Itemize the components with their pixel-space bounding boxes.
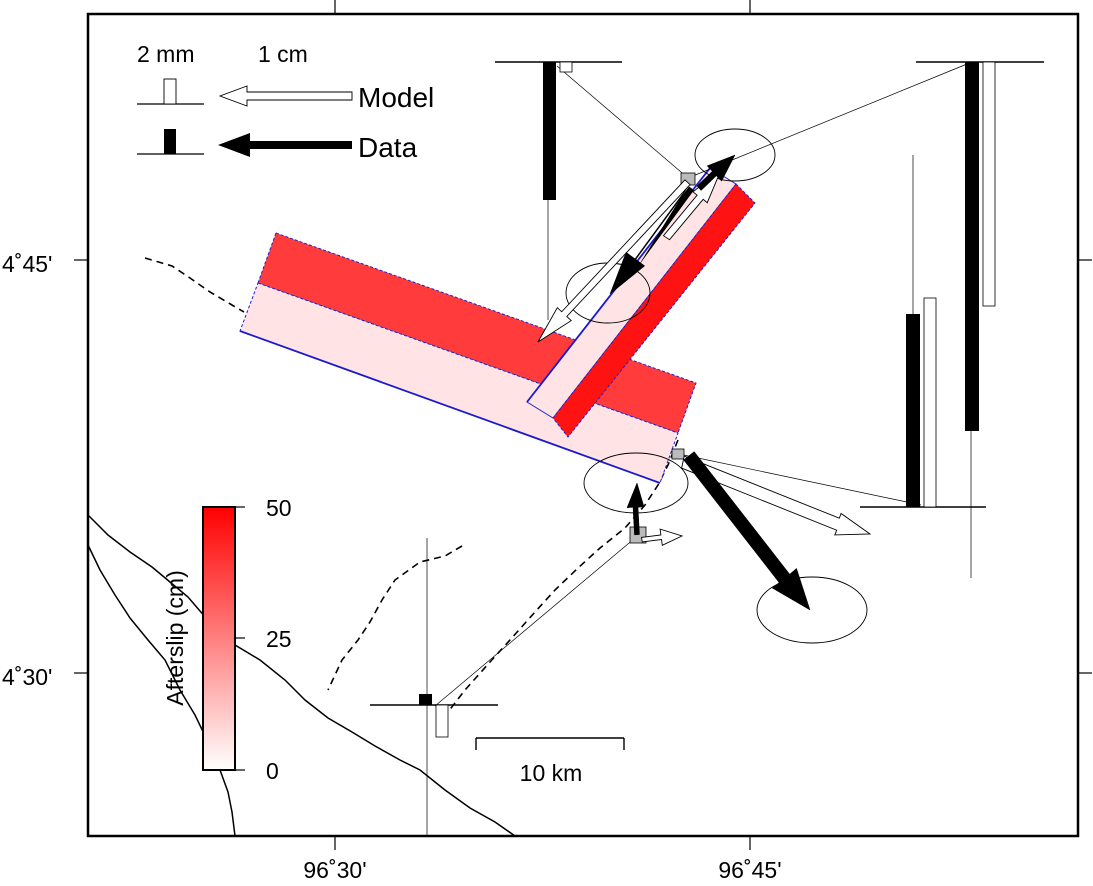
model-arrows	[537, 168, 872, 546]
inset-1-model-bar	[559, 61, 573, 73]
legend-data-label: Data	[358, 132, 418, 163]
vertical-inset-1	[495, 61, 622, 200]
frame-ticks	[74, 0, 1092, 850]
lat-label-top: 4˚45'	[2, 251, 52, 277]
colorbar-tick-max: 50	[266, 495, 292, 521]
inset-2-data-bar	[965, 62, 979, 431]
model-arrow-south	[641, 528, 684, 546]
legend-data-arrow	[218, 133, 352, 157]
data-arrow-south	[626, 482, 645, 536]
inset-2-model-bar	[982, 61, 996, 307]
map-frame	[86, 12, 1080, 838]
dashed-faults	[144, 257, 679, 713]
lon-label-left: 96˚30'	[303, 857, 366, 883]
coastline	[87, 514, 516, 837]
legend-data-bar	[164, 129, 176, 154]
gps-station-east	[671, 448, 685, 460]
data-arrows	[609, 154, 811, 611]
colorbar-tick-min: 0	[266, 758, 279, 784]
lon-label-right: 96˚45'	[718, 857, 781, 883]
inset-connectors	[426, 63, 972, 836]
fault-plane-1-surface-trace	[239, 330, 661, 484]
vertical-inset-3	[860, 297, 986, 508]
scale-bar: 10 km	[475, 737, 625, 786]
colorbar-gradient	[202, 506, 236, 771]
legend: 2 mm 1 cm Model Data	[137, 41, 434, 163]
inset-4-model-bar	[435, 704, 449, 738]
inset-4-data-bar	[419, 694, 432, 705]
legend-model-arrow	[218, 85, 353, 107]
fault-plane-2	[526, 167, 756, 438]
model-arrow-north-a	[537, 179, 691, 343]
inset-3-data-bar	[906, 314, 920, 507]
scale-bar-label: 10 km	[520, 760, 583, 786]
model-arrow-east	[681, 455, 872, 536]
colorbar-title: Afterslip (cm)	[162, 570, 188, 705]
legend-vertical-scale: 2 mm	[137, 41, 195, 67]
data-arrow-north-a	[609, 186, 695, 295]
fault-plane-2-deep-patch	[552, 183, 756, 438]
colorbar-tick-mid: 25	[266, 626, 292, 652]
lat-label-bottom: 4˚30'	[2, 664, 52, 690]
inset-1-data-bar	[543, 62, 556, 200]
colorbar: 50 25 0 Afterslip (cm)	[162, 495, 292, 784]
legend-model-bar	[163, 78, 177, 105]
data-arrow-east	[683, 451, 811, 611]
vertical-inset-4	[370, 694, 498, 738]
inset-3-model-bar	[923, 297, 937, 508]
vertical-inset-2	[916, 61, 1044, 431]
data-arrow-north-b	[696, 154, 736, 191]
legend-model-label: Model	[358, 82, 434, 113]
legend-horizontal-scale: 1 cm	[258, 41, 308, 67]
